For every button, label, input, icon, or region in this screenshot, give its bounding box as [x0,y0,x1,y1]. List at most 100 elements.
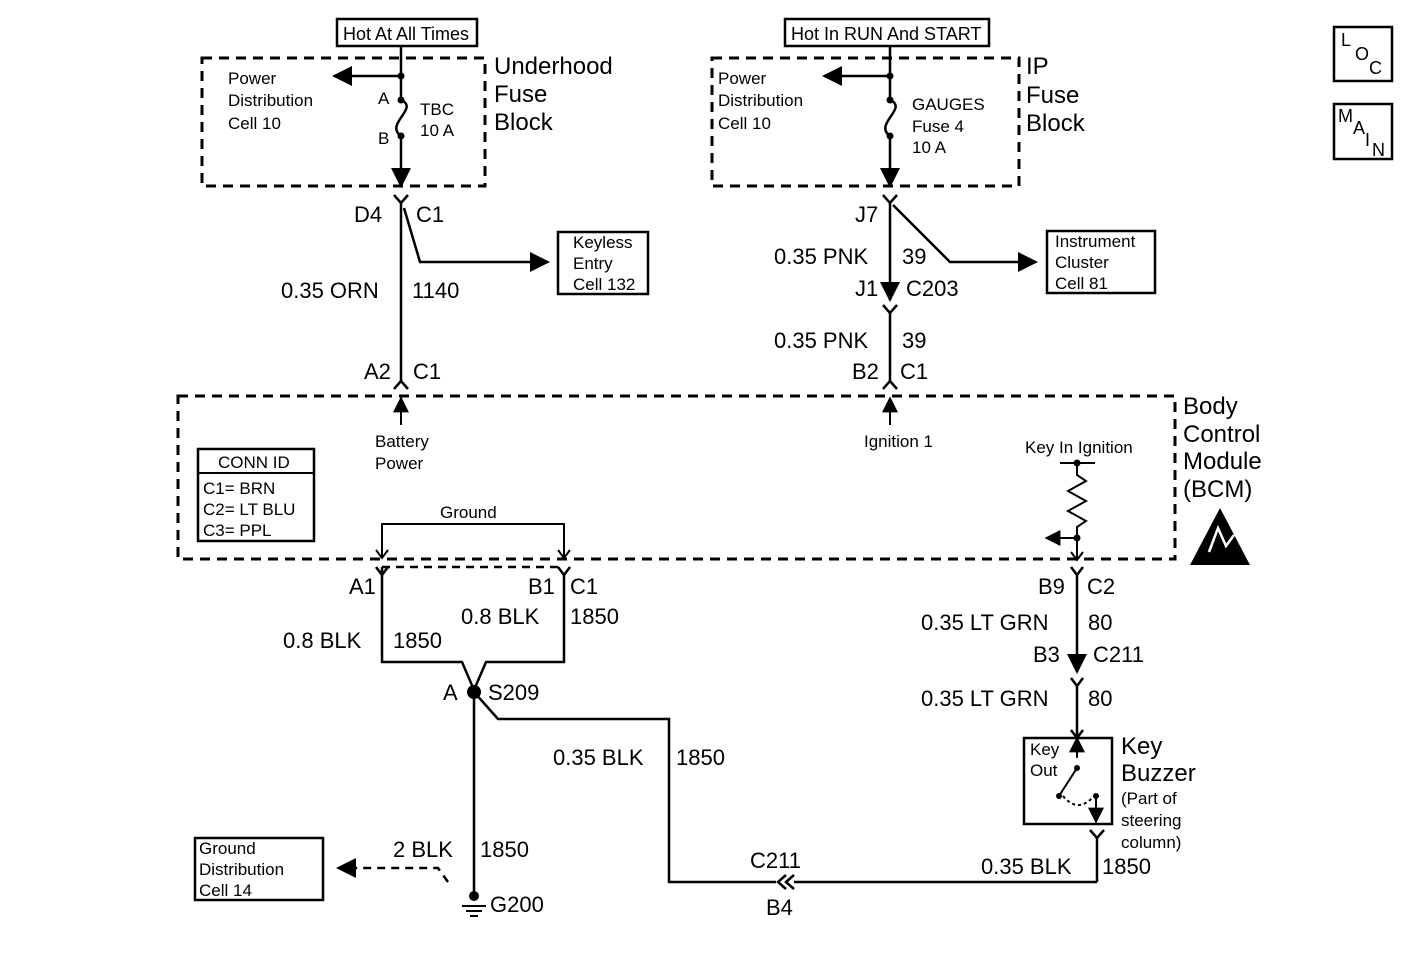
gnd-dist-2: Distribution [199,860,284,879]
gauges-fuse: Fuse 4 [912,117,964,136]
instrument-cluster-box[interactable] [1045,229,1157,295]
ip-label-3: Block [1026,110,1086,137]
conn-c1-top: C1 [416,202,444,227]
buzzer-label-1: Key [1121,733,1162,760]
underhood-label-2: Fuse [494,81,547,108]
ground-distribution-box[interactable] [193,836,325,902]
underhood-fuse-block [200,56,487,188]
keyless-entry-box[interactable] [556,230,650,296]
buzzer-label-2: Buzzer [1121,760,1196,787]
conn-c203: C203 [906,276,959,301]
main-a: A [1353,118,1365,138]
wire-pnk-1: 0.35 PNK [774,244,868,269]
wire-blk08-left: 0.8 BLK [283,628,362,653]
cluster-1: Instrument [1055,232,1136,251]
conn-a2: A2 [364,359,391,384]
conn-b1: B1 [528,574,555,599]
loc-c: C [1369,58,1382,78]
conn-j1: J1 [855,276,878,301]
loc-button[interactable] [1332,25,1394,83]
key-in-ignition-label: Key In Ignition [1025,438,1133,457]
key-out-switch-icon [1058,767,1078,797]
conn-c2: C2 [1087,574,1115,599]
main-m: M [1338,106,1353,126]
wire-orn: 0.35 ORN [281,278,379,303]
hot-all-times-label: Hot At All Times [343,24,469,44]
pd2-line3: Cell 10 [718,114,771,133]
conn-id-table [196,447,316,543]
circuit-80-1: 80 [1088,610,1112,635]
circuit-1850-ground: 1850 [480,837,529,862]
wire-ltgrn-1: 0.35 LT GRN [921,610,1049,635]
keyless-2: Entry [573,254,613,273]
battery-power-2: Power [375,454,424,473]
bcm-module [176,394,1177,561]
pd1-line3: Cell 10 [228,114,281,133]
circuit-1850-bottom: 1850 [1102,854,1151,879]
keyless-3: Cell 132 [573,275,635,294]
circuit-80-2: 80 [1088,686,1112,711]
wire-blk035-bottom: 0.35 BLK [981,854,1072,879]
tbc-fuse-icon [395,98,408,138]
splice-a-label: A [443,680,458,705]
loc-l: L [1341,30,1351,50]
circuit-1850-mid: 1850 [676,745,725,770]
conn-b3: B3 [1033,642,1060,667]
ip-label-1: IP [1026,53,1049,80]
tbc-label: TBC [420,100,454,119]
pd1-line2: Distribution [228,91,313,110]
loc-o: O [1355,44,1369,64]
cluster-3: Cell 81 [1055,274,1108,293]
gauges-label: GAUGES [912,95,985,114]
conn-d4: D4 [354,202,382,227]
hot-run-start-label: Hot In RUN And START [791,24,981,44]
main-n: N [1372,140,1385,160]
battery-power-1: Battery [375,432,429,451]
ip-label-2: Fuse [1026,82,1079,109]
key-in-ignition-resistor-icon [1065,463,1089,560]
conn-id-c3: C3= PPL [203,521,272,540]
circuit-1850-left: 1850 [393,628,442,653]
conn-b2: B2 [852,359,879,384]
wire-2blk: 2 BLK [393,837,453,862]
bcm-label-1: Body [1183,393,1238,420]
pin-a: A [378,89,390,108]
conn-a1: A1 [349,574,376,599]
gnd-dist-1: Ground [199,839,256,858]
underhood-label-3: Block [494,109,554,136]
conn-id-title: CONN ID [218,453,290,472]
bcm-label-2: Control [1183,421,1260,448]
buzzer-label-4: steering [1121,811,1181,830]
underhood-label-1: Underhood [494,53,613,80]
conn-a2-c1: C1 [413,359,441,384]
hot-all-times-box [335,17,479,48]
bcm-label-3: Module [1183,448,1262,475]
keyless-1: Keyless [573,233,633,252]
bcm-label-4: (BCM) [1183,476,1252,503]
circuit-1850-right: 1850 [570,604,619,629]
conn-id-c2: C2= LT BLU [203,500,295,519]
tbc-amp: 10 A [420,121,455,140]
cluster-2: Cluster [1055,253,1109,272]
gauges-amp: 10 A [912,138,947,157]
gauges-fuse-icon [884,98,897,138]
ground-symbol-icon [462,905,486,917]
key-out-1: Key [1030,740,1060,759]
pd2-line2: Distribution [718,91,803,110]
bcm-ground-label: Ground [440,503,497,522]
ground-g200: G200 [490,892,544,917]
pin-b: B [378,129,389,148]
conn-b4: B4 [766,895,793,920]
ignition-1: Ignition 1 [864,432,933,451]
main-button[interactable] [1332,102,1394,161]
ip-fuse-block [710,56,1021,188]
wire-blk035: 0.35 BLK [553,745,644,770]
conn-id-c1: C1= BRN [203,479,275,498]
conn-j7: J7 [855,202,878,227]
conn-b1-c1: C1 [570,574,598,599]
circuit-39-1: 39 [902,244,926,269]
circuit-1140: 1140 [412,278,459,303]
pd1-line1: Power [228,69,277,88]
